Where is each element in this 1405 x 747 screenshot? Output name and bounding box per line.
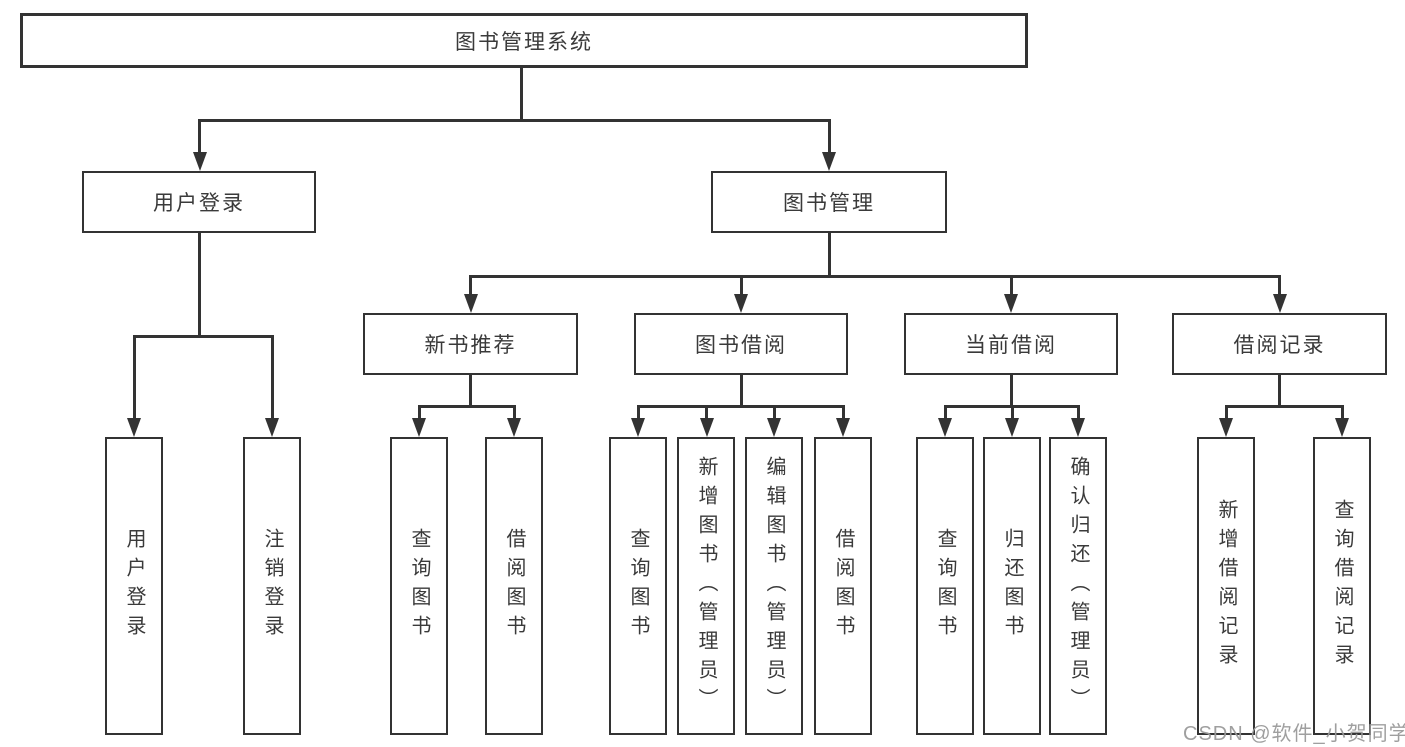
connector-line (469, 375, 472, 405)
arrowhead-down-icon (412, 418, 426, 437)
connector-line (739, 275, 743, 296)
leaf-label: 借阅图书 (832, 528, 854, 644)
node-user-login: 用户登录 (82, 171, 316, 233)
arrowhead-down-icon (734, 294, 748, 313)
leaf-add-book-admin: 新增图书（管理员） (677, 437, 735, 735)
node-label: 图书管理 (783, 192, 875, 215)
leaf-label: 用户登录 (123, 528, 145, 644)
connector-line (132, 335, 136, 419)
arrowhead-down-icon (463, 294, 478, 313)
arrowhead-down-icon (192, 152, 207, 171)
leaf-query-book-2: 查询图书 (609, 437, 667, 735)
leaf-label: 新增图书（管理员） (695, 455, 717, 717)
connector-line (636, 405, 845, 408)
node-current-borrow: 当前借阅 (904, 313, 1118, 375)
arrowhead-down-icon (1071, 418, 1085, 437)
node-new-book-recommend: 新书推荐 (363, 313, 578, 375)
arrowhead-down-icon (822, 152, 836, 171)
node-label: 借阅记录 (1233, 334, 1326, 357)
connector-line (1340, 405, 1344, 419)
connector-line (827, 119, 831, 153)
leaf-label: 查询借阅记录 (1331, 499, 1353, 673)
connector-line (943, 405, 947, 419)
node-label: 新书推荐 (424, 334, 517, 357)
leaf-user-login: 用户登录 (105, 437, 163, 735)
node-label: 图书管理系统 (455, 30, 593, 54)
connector-line (636, 405, 640, 419)
leaf-borrow-book-1: 借阅图书 (485, 437, 543, 735)
connector-line (520, 68, 523, 121)
node-borrow-records: 借阅记录 (1172, 313, 1387, 375)
csdn-watermark: CSDN @软件_小贺同学 (1183, 723, 1405, 745)
arrowhead-down-icon (1005, 418, 1019, 437)
connector-line (827, 233, 831, 275)
connector-line (1009, 375, 1013, 405)
leaf-label: 归还图书 (1001, 528, 1023, 644)
leaf-query-book-3: 查询图书 (916, 437, 974, 735)
connector-line (198, 119, 201, 153)
node-book-borrow: 图书借阅 (634, 313, 848, 375)
connector-line (1010, 405, 1014, 419)
connector-line (469, 275, 1281, 278)
arrowhead-down-icon (631, 418, 645, 437)
leaf-logout: 注销登录 (243, 437, 301, 735)
leaf-label: 注销登录 (261, 528, 283, 644)
connector-line (1076, 405, 1080, 419)
arrowhead-down-icon (127, 418, 141, 437)
arrowhead-down-icon (836, 418, 850, 437)
node-label: 当前借阅 (965, 334, 1057, 357)
connector-line (705, 405, 708, 419)
leaf-label: 编辑图书（管理员） (763, 455, 785, 717)
connector-line (1224, 405, 1342, 408)
leaf-label: 新增借阅记录 (1215, 499, 1237, 673)
arrowhead-down-icon (1272, 294, 1287, 313)
connector-line (1278, 275, 1281, 296)
arrowhead-down-icon (1219, 418, 1233, 437)
leaf-return-book: 归还图书 (983, 437, 1041, 735)
arrowhead-down-icon (265, 418, 279, 437)
leaf-label: 查询图书 (408, 528, 430, 644)
leaf-label: 查询图书 (627, 528, 649, 644)
node-library-system: 图书管理系统 (20, 13, 1028, 68)
connector-line (1009, 275, 1013, 296)
leaf-label: 查询图书 (934, 528, 956, 644)
node-label: 用户登录 (153, 192, 245, 215)
arrowhead-down-icon (767, 418, 781, 437)
leaf-borrow-book-2: 借阅图书 (814, 437, 872, 735)
arrowhead-down-icon (938, 418, 952, 437)
leaf-query-borrow-record: 查询借阅记录 (1313, 437, 1371, 735)
leaf-label: 借阅图书 (503, 528, 525, 644)
connector-line (417, 405, 421, 419)
leaf-edit-book-admin: 编辑图书（管理员） (745, 437, 803, 735)
connector-line (417, 405, 516, 408)
leaf-confirm-return-admin: 确认归还（管理员） (1049, 437, 1107, 735)
connector-line (772, 405, 776, 419)
node-book-management: 图书管理 (711, 171, 947, 233)
arrowhead-down-icon (507, 418, 521, 437)
leaf-add-borrow-record: 新增借阅记录 (1197, 437, 1255, 735)
connector-line (739, 375, 743, 405)
connector-line (270, 335, 274, 419)
connector-line (512, 405, 516, 419)
connector-line (197, 233, 201, 335)
arrowhead-down-icon (699, 418, 714, 437)
connector-line (469, 275, 472, 296)
connector-line (1224, 405, 1228, 419)
connector-line (132, 335, 274, 338)
connector-line (841, 405, 845, 419)
leaf-query-book-1: 查询图书 (390, 437, 448, 735)
arrowhead-down-icon (1004, 294, 1018, 313)
leaf-label: 确认归还（管理员） (1067, 455, 1089, 717)
arrowhead-down-icon (1335, 418, 1349, 437)
node-label: 图书借阅 (695, 334, 787, 357)
connector-line (1278, 375, 1281, 405)
connector-line (198, 119, 831, 122)
